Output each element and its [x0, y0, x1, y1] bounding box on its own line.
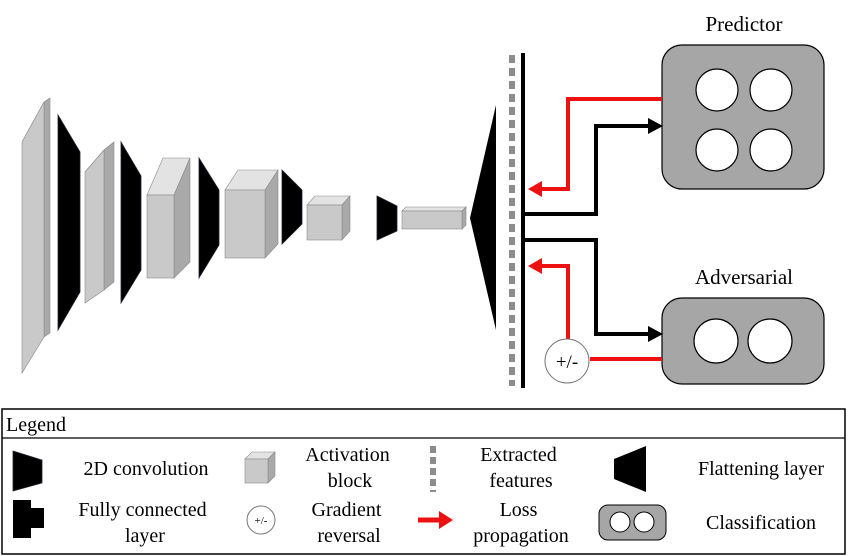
arrowhead [528, 258, 542, 274]
flattening-layer-icon [614, 446, 646, 492]
legend-label-fully-connected-layer: Fully connected layer [78, 499, 211, 547]
loss-arrow-gradient-reversal [540, 264, 570, 340]
class-node [747, 318, 793, 364]
legend-label-activation-block: Activation block [305, 444, 394, 492]
class-node [695, 68, 739, 112]
class-node [749, 68, 793, 112]
arrowhead [648, 326, 663, 342]
legend-frame [1, 408, 846, 555]
2d-convolution-icon [12, 450, 43, 492]
activation-block [401, 206, 467, 230]
2d-convolution-layer [198, 156, 220, 280]
class-node [749, 128, 793, 172]
arrowhead [528, 181, 542, 197]
legend-label-gradient-reversal: Gradient reversal [312, 499, 387, 547]
activation-block [306, 195, 351, 241]
classification-icon [598, 504, 667, 541]
flattening-layer [470, 105, 496, 330]
forward-arrow-adversarial [525, 238, 650, 336]
gradient-reversal-symbol: +/- [556, 352, 578, 373]
legend-label-flattening-layer: Flattening layer [698, 458, 824, 480]
legend-label-loss-propagation: Loss propagation [473, 499, 569, 547]
loss-arrow-predictor [540, 97, 662, 191]
class-node [693, 318, 739, 364]
activation-block [146, 157, 191, 279]
2d-convolution-layer [281, 169, 303, 245]
activation-block [21, 97, 51, 375]
legend: Legend +/- 2D convolution Activation [1, 408, 846, 555]
2d-convolution-layer [57, 113, 81, 332]
2d-convolution-layer [120, 140, 142, 305]
legend-label-extracted-features: Extracted features [480, 444, 562, 492]
forward-arrows [525, 124, 650, 336]
svg-text:+/-: +/- [255, 515, 268, 527]
forward-arrow-predictor [525, 124, 650, 216]
predictor-classifier [661, 44, 825, 190]
encoder [21, 97, 467, 375]
fully-connected-layer-icon [13, 500, 44, 538]
loss-propagation-icon [418, 511, 453, 529]
legend-title: Legend [6, 414, 66, 436]
legend-label-classification: Classification [706, 512, 816, 534]
class-node [695, 128, 739, 172]
adversarial-label: Adversarial [695, 265, 793, 289]
adversarial-classifier [661, 297, 825, 385]
gradient-reversal-icon: +/- [246, 505, 276, 535]
arrowhead [648, 118, 663, 134]
legend-label-2d-convolution: 2D convolution [84, 458, 209, 480]
activation-block [84, 141, 115, 304]
activation-block [224, 168, 279, 259]
activation-block-icon [244, 451, 276, 484]
gradient-reversal-node: +/- [544, 338, 590, 384]
2d-convolution-layer [376, 195, 398, 241]
predictor-label: Predictor [706, 12, 783, 36]
